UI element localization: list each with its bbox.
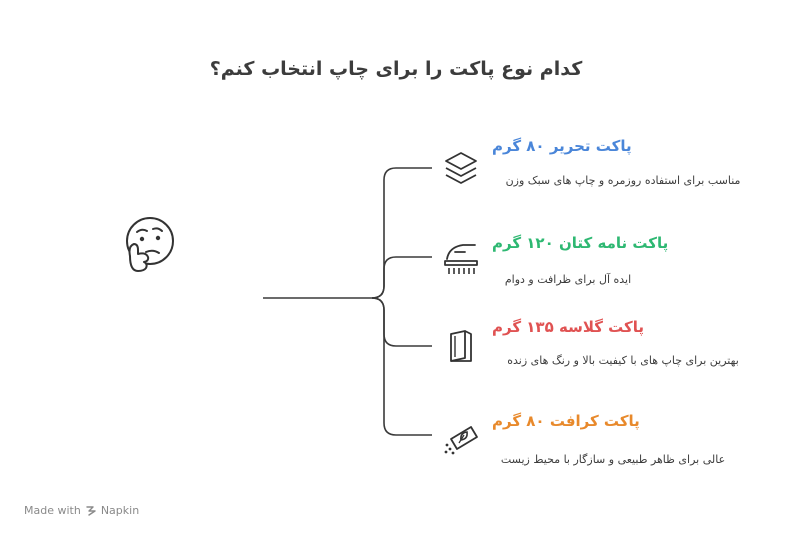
item-desc-2: ایده آل برای ظرافت و دوام [504,273,632,286]
thinking-face-icon [126,217,174,272]
item-desc-1: مناسب برای استفاده روزمره و چاپ های سبک … [505,174,741,187]
page-title: کدام نوع پاکت را برای چاپ انتخاب کنم؟ [209,58,583,80]
item-title-2: پاکت نامه کتان ۱۲۰ گرم [492,234,669,252]
branch-1 [371,167,432,299]
watermark-prefix: Made with [24,504,81,517]
item-title-3: پاکت گلاسه ۱۳۵ گرم [492,318,645,336]
iron-icon [444,244,478,274]
item-title-4: پاکت کرافت ۸۰ گرم [492,412,640,430]
book-icon [450,330,472,362]
branch-2 [371,256,432,299]
napkin-logo-icon [86,505,96,516]
watermark-brand: Napkin [100,504,140,517]
napkin-watermark[interactable]: Made with Napkin [24,504,139,517]
item-desc-4: عالی برای ظاهر طبیعی و سازگار با محیط زی… [500,453,726,466]
branch-3 [371,297,432,347]
layers-icon [445,152,477,184]
branch-4 [371,297,432,436]
item-desc-3: بهترین برای چاپ های با کیفیت بالا و رنگ … [507,354,739,367]
item-title-1: پاکت تحریر ۸۰ گرم [492,137,632,155]
eco-paper-icon [444,426,478,455]
